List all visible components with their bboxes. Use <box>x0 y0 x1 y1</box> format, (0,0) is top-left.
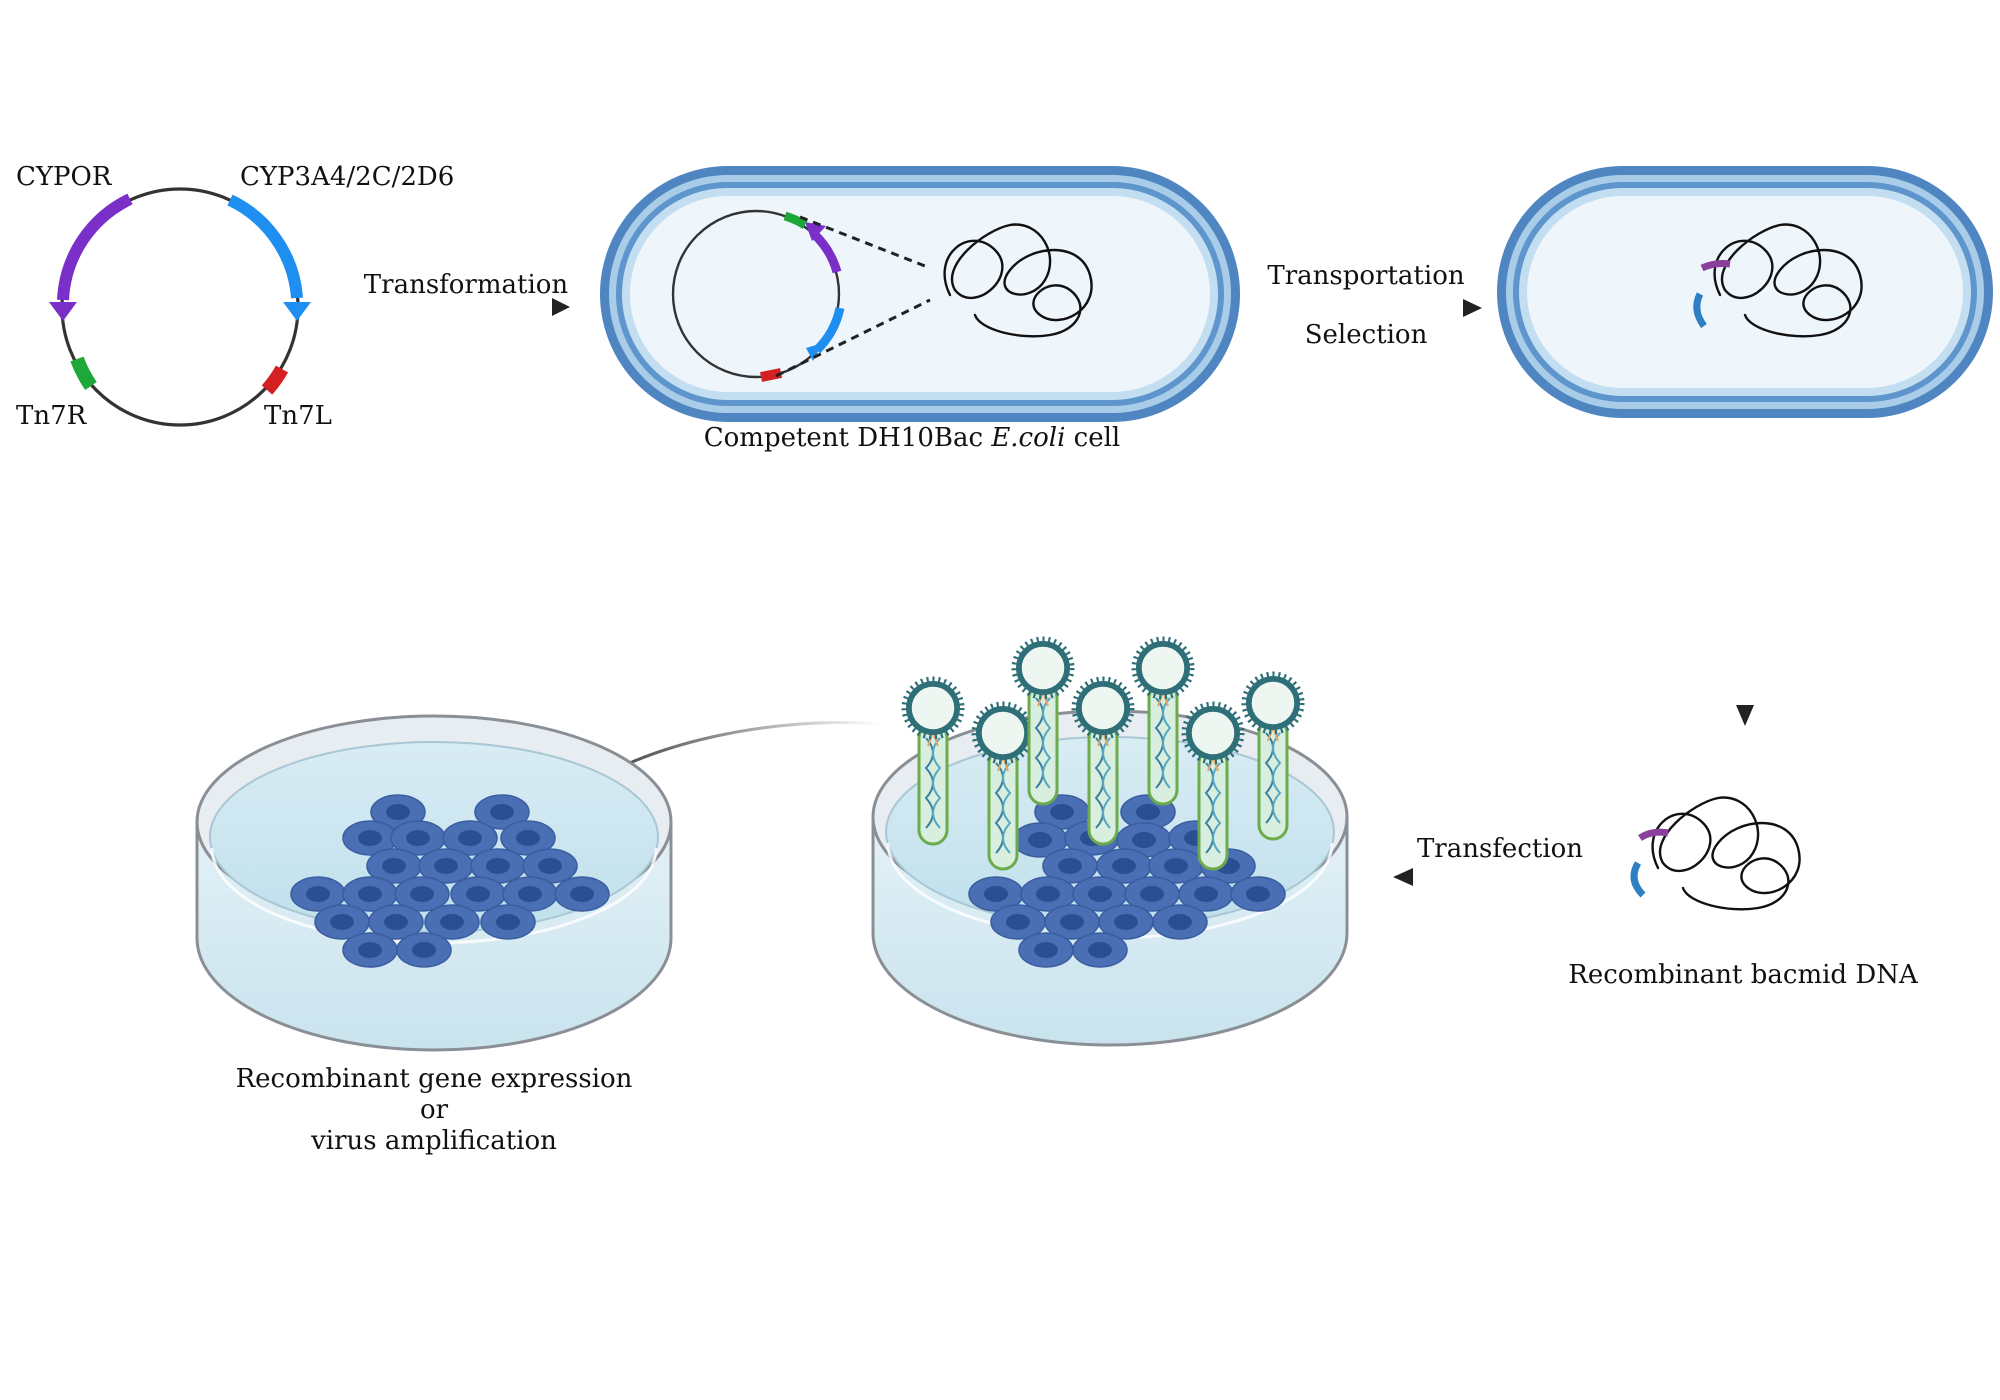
transfection-label: Transfection <box>1417 834 1583 864</box>
selected-ecoli-cell <box>1497 166 1993 418</box>
transportation-label: Transportation <box>1267 261 1464 291</box>
transformation-step: Transformation <box>364 270 570 316</box>
ecoli-caption: Competent DH10Bac E.coli cell <box>704 423 1121 453</box>
bacmid-caption: Recombinant bacmid DNA <box>1568 960 1919 990</box>
inner-tn7r <box>783 211 808 229</box>
bacmid-cypor-insert <box>1638 828 1669 841</box>
cypor-arrowhead <box>49 302 77 321</box>
bacmid-cyp-insert <box>1630 861 1646 898</box>
transformation-label: Transformation <box>364 270 569 300</box>
transfected-culture-dish <box>871 641 1349 1047</box>
expression-culture-dish <box>195 714 673 1052</box>
cyp-gene-arc <box>227 194 303 299</box>
cypor-label: CYPOR <box>16 162 113 192</box>
tn7r-label: Tn7R <box>16 401 88 431</box>
cyp-label: CYP3A4/2C/2D6 <box>240 162 454 192</box>
cyp-arrowhead <box>283 302 311 321</box>
donor-plasmid: CYPOR CYP3A4/2C/2D6 Tn7R Tn7L <box>16 162 454 431</box>
down-arrow <box>1736 450 1754 726</box>
recombinant-bacmid <box>1630 796 1801 911</box>
outcome-line3: virus amplification <box>310 1126 557 1156</box>
outcome-line2: or <box>420 1095 449 1125</box>
cytoplasm <box>630 196 1210 392</box>
outcome-line1: Recombinant gene expression <box>236 1064 633 1094</box>
tn7r-site <box>70 356 97 390</box>
selection-label: Selection <box>1305 320 1428 350</box>
competent-ecoli-cell <box>600 166 1240 422</box>
transportation-selection-step: Transportation Selection <box>1267 261 1482 350</box>
inner-donor-plasmid <box>671 209 841 379</box>
tn7l-site <box>261 365 289 395</box>
cypor-gene-arc <box>57 193 133 301</box>
tn7l-label: Tn7L <box>264 401 332 431</box>
transfection-step: Transfection <box>1393 834 1590 886</box>
